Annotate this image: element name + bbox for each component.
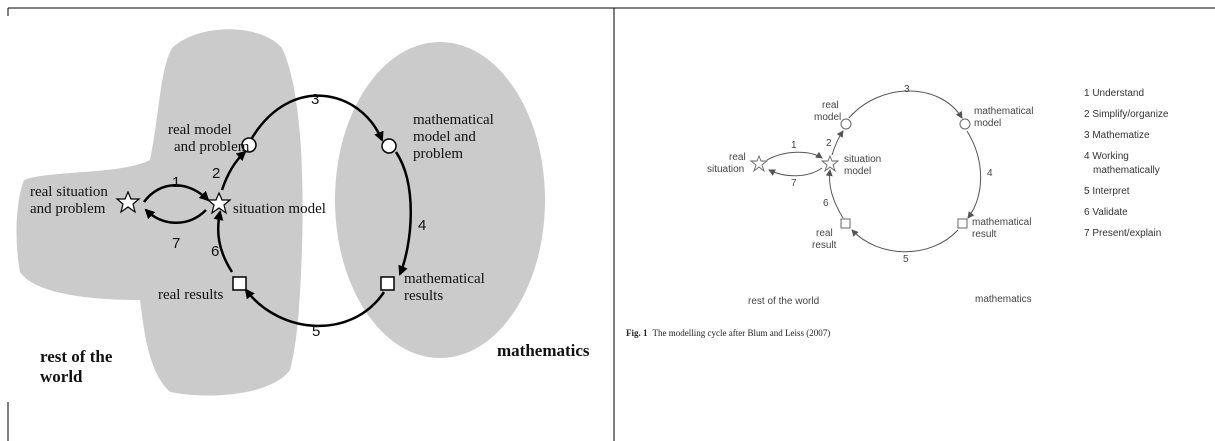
r-math-model-label-2: model xyxy=(974,118,1001,129)
rest-of-world-region xyxy=(16,29,303,396)
legend-item-5: 5 Interpret xyxy=(1084,186,1130,197)
step-number-2: 2 xyxy=(212,165,220,182)
r-real-result-label-2: result xyxy=(812,240,837,251)
r-arrow-7 xyxy=(768,167,823,177)
rest-of-world-title: rest of the xyxy=(40,347,113,366)
mathematics-title: mathematics xyxy=(497,341,590,360)
r-situation-model-star-icon xyxy=(820,154,840,173)
r-arrow-2 xyxy=(831,130,844,156)
r-situation-model-label-2: model xyxy=(844,166,871,177)
r-real-result-node xyxy=(840,218,851,229)
arrow-6 xyxy=(213,210,234,273)
real-results-node xyxy=(232,276,247,291)
r-step-number-2: 2 xyxy=(826,138,832,149)
r-situation-model-label: situation xyxy=(844,154,881,165)
step-legend: 1 Understand 2 Simplify/organize 3 Mathe… xyxy=(1084,88,1169,239)
r-real-result-label: real xyxy=(816,228,833,239)
r-real-situation-label-2: situation xyxy=(707,164,744,175)
r-rest-of-world-title: rest of the world xyxy=(748,296,819,307)
figure-caption: Fig. 1 The modelling cycle after Blum and… xyxy=(626,328,830,338)
real-situation-label: real situation xyxy=(30,184,108,200)
legend-item-3: 3 Mathematize xyxy=(1084,130,1150,141)
rest-of-world-title-2: world xyxy=(40,367,83,386)
r-arrow-4 xyxy=(966,130,982,219)
legend-item-1: 1 Understand xyxy=(1084,88,1144,99)
legend-item-4b: mathematically xyxy=(1093,165,1160,176)
math-model-node xyxy=(381,138,397,154)
step-number-6: 6 xyxy=(211,243,219,260)
step-number-5: 5 xyxy=(312,323,320,340)
r-arrow-1 xyxy=(766,151,823,161)
arrow-3 xyxy=(250,94,384,142)
caption-text: The modelling cycle after Blum and Leiss… xyxy=(653,328,831,338)
step-number-7: 7 xyxy=(172,235,180,252)
left-panel: real situation and problem real model an… xyxy=(16,29,590,396)
caption-lead: Fig. 1 xyxy=(626,328,648,338)
r-real-situation-label: real xyxy=(729,152,746,163)
r-step-number-5: 5 xyxy=(903,254,909,265)
r-math-model-node xyxy=(959,118,971,130)
r-step-number-3: 3 xyxy=(904,84,910,95)
math-model-label: mathematical xyxy=(413,112,494,128)
legend-item-7: 7 Present/explain xyxy=(1084,228,1161,239)
real-model-node xyxy=(241,137,257,153)
real-results-label: real results xyxy=(158,287,224,303)
real-situation-label-2: and problem xyxy=(30,201,106,217)
legend-item-6: 6 Validate xyxy=(1084,207,1128,218)
r-step-number-1: 1 xyxy=(791,140,797,151)
r-math-result-label-2: result xyxy=(972,229,997,240)
math-model-label-3: problem xyxy=(413,146,463,162)
real-situation-star-icon xyxy=(115,190,141,214)
r-arrow-6 xyxy=(825,169,844,219)
arrow-4 xyxy=(394,151,412,276)
situation-model-label: situation model xyxy=(233,201,326,217)
legend-item-4: 4 Working xyxy=(1084,151,1129,162)
r-real-model-label: real xyxy=(822,100,839,111)
right-panel: real model real situation situation mode… xyxy=(626,84,1169,338)
real-model-label: real model xyxy=(168,122,232,138)
math-results-label-2: results xyxy=(404,288,443,304)
math-model-label-2: model and xyxy=(413,129,476,145)
r-math-result-label: mathematical xyxy=(972,217,1031,228)
arrow-2 xyxy=(220,150,247,191)
r-real-model-node xyxy=(840,118,852,130)
r-arrow-5 xyxy=(851,229,959,253)
real-model-label-2: and problem xyxy=(174,139,250,155)
step-number-3: 3 xyxy=(311,91,319,108)
math-results-label: mathematical xyxy=(404,271,485,287)
r-math-result-node xyxy=(957,218,968,229)
arrow-5 xyxy=(244,288,386,328)
r-step-number-7: 7 xyxy=(791,178,797,189)
frame-lines xyxy=(7,7,1215,441)
r-step-number-6: 6 xyxy=(823,198,829,209)
r-step-number-4: 4 xyxy=(987,168,993,179)
math-results-node xyxy=(380,276,395,291)
r-real-situation-star-icon xyxy=(749,154,769,173)
step-number-4: 4 xyxy=(418,217,426,234)
arrow-1 xyxy=(142,184,210,203)
r-arrow-3 xyxy=(848,90,963,119)
situation-model-star-icon xyxy=(206,191,232,215)
legend-item-2: 2 Simplify/organize xyxy=(1084,109,1169,120)
step-number-1: 1 xyxy=(172,174,180,191)
arrow-7 xyxy=(144,208,207,224)
r-math-model-label: mathematical xyxy=(974,106,1033,117)
r-real-model-label-2: model xyxy=(814,112,841,123)
r-mathematics-title: mathematics xyxy=(975,294,1032,305)
